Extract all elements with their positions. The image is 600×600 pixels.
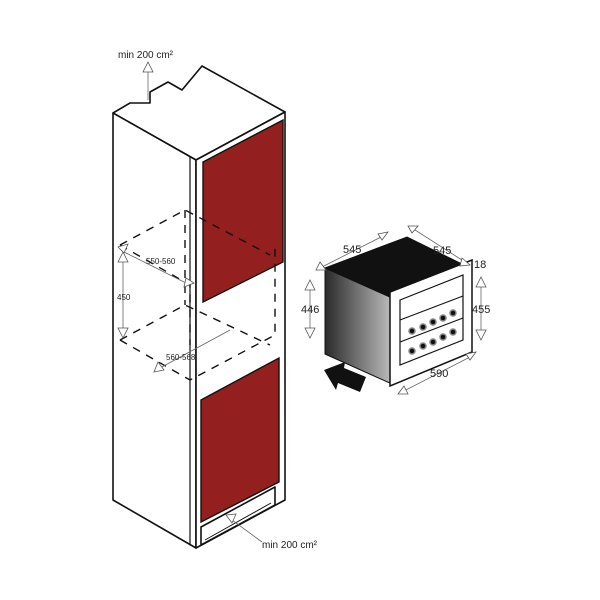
up-arrow-icon [142,61,154,73]
wine-bottles [408,309,457,355]
niche-height-label: 450 [117,293,131,302]
niche-dimensions [117,61,263,543]
arrow-icon [315,261,327,271]
up-arrow-icon [304,279,316,291]
appliance-depth-left-label: 545 [343,244,361,256]
arrow-icon [407,225,419,234]
down-arrow-icon [304,327,316,339]
up-arrow-icon [117,251,129,263]
upper-door-panel [202,118,284,304]
appliance-height-label: 446 [301,304,319,316]
lower-door-panel [200,356,280,524]
down-arrow-icon [475,329,487,341]
bottom-vent-grille [200,486,276,546]
door-thickness-label: 18 [474,259,486,271]
top-vent-label: min 200 cm² [118,50,174,61]
bottom-vent-label: min 200 cm² [262,540,318,551]
arrow-icon [183,277,195,288]
arrow-icon [397,385,409,395]
arrow-icon [153,361,165,373]
niche-width-label: 560-568 [166,353,196,362]
niche-depth-label: 550-560 [146,257,176,266]
tall-cabinet [112,65,286,549]
wine-cooler-appliance [323,236,473,392]
appliance-depth-right-label: 545 [433,245,451,257]
arrow-icon [465,351,477,361]
appliance-dimensions [304,225,487,395]
arrow-icon [117,243,129,254]
arrow-icon [225,513,237,524]
up-arrow-icon [475,276,487,288]
down-arrow-icon [117,327,129,339]
door-height-label: 455 [472,304,490,316]
arrow-icon [377,231,389,241]
door-width-label: 590 [430,368,448,380]
insert-direction-arrow-icon [324,362,366,392]
arrow-icon [459,257,471,267]
